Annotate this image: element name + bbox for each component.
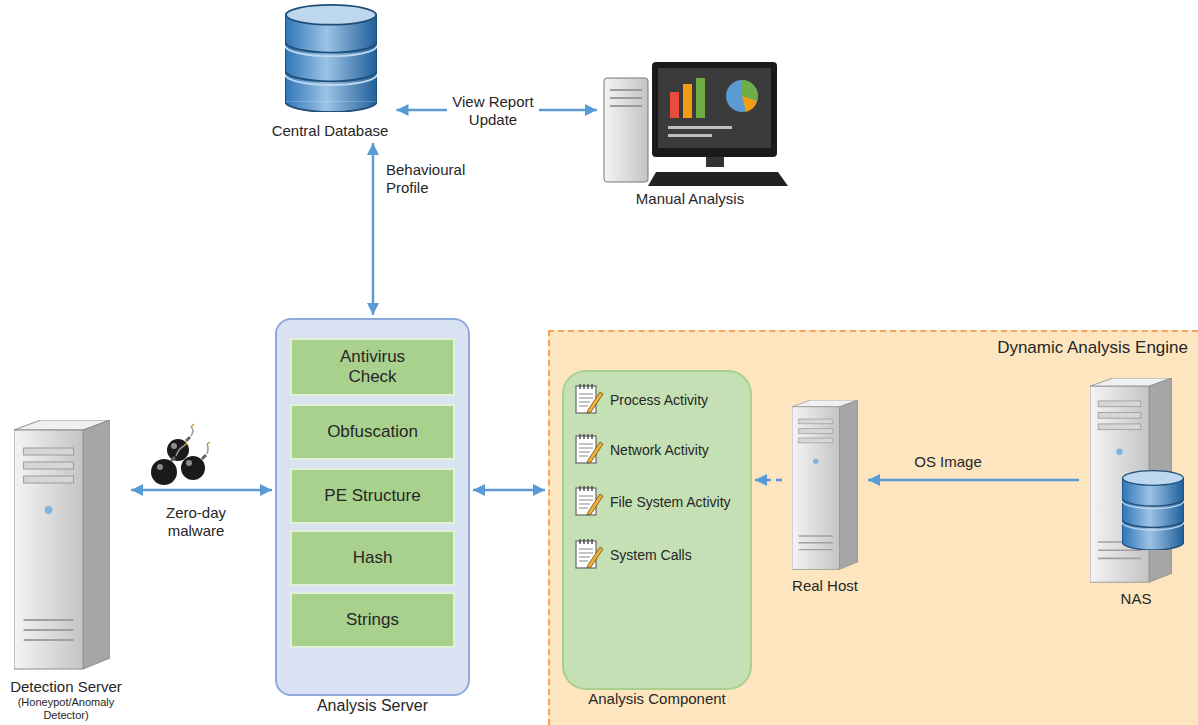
edge-label: OS Image bbox=[903, 452, 993, 472]
database-icon bbox=[285, 5, 377, 112]
connector-arrow bbox=[131, 489, 272, 492]
node-label: Central Database bbox=[272, 122, 389, 140]
server-icon bbox=[1090, 378, 1172, 582]
server-box: Antivirus CheckObfuscation PE StructureHa… bbox=[275, 318, 470, 696]
activity-item: Process Activity bbox=[610, 386, 748, 414]
connector-arrow bbox=[868, 479, 1079, 482]
edge-label: Behavioural Profile bbox=[383, 160, 479, 198]
computer-icon bbox=[604, 62, 788, 186]
activity-item: File System Activity bbox=[610, 488, 748, 516]
check-box: Obfuscation bbox=[290, 404, 455, 460]
node-label: Manual Analysis bbox=[636, 190, 744, 208]
node-label: Analysis Server bbox=[277, 696, 468, 715]
connector-arrow bbox=[372, 143, 375, 315]
engine-region: Process ActivityNetwork ActivityFile Sys… bbox=[548, 330, 1198, 725]
node-label: Real Host bbox=[792, 577, 858, 595]
node-label: Process Activity bbox=[610, 392, 708, 409]
log-icon bbox=[576, 384, 603, 413]
activity-item: System Calls bbox=[610, 541, 748, 569]
icon-node: Manual Analysis bbox=[600, 60, 780, 208]
node-label: Antivirus Check bbox=[317, 347, 429, 388]
connector-arrow bbox=[473, 489, 545, 492]
edge-label: Zero-day malware bbox=[154, 503, 238, 541]
caption-holder: Analysis Server bbox=[277, 694, 468, 715]
node-label: NAS bbox=[1121, 590, 1152, 608]
title-holder: Dynamic Analysis Engine bbox=[997, 338, 1188, 358]
icon-node: Real Host bbox=[785, 395, 865, 595]
check-box: Antivirus Check bbox=[290, 338, 455, 396]
node-label: Obfuscation bbox=[327, 422, 418, 442]
edge-label: View Report Update bbox=[447, 92, 539, 130]
malware-icon bbox=[151, 424, 210, 485]
log-icon bbox=[576, 434, 603, 463]
node-label: PE Structure bbox=[324, 486, 420, 506]
region-title: Dynamic Analysis Engine bbox=[997, 338, 1188, 358]
component-box: Process ActivityNetwork ActivityFile Sys… bbox=[562, 370, 752, 690]
node-label: Analysis Component bbox=[564, 690, 750, 708]
icon-node: NAS bbox=[1082, 372, 1190, 608]
connector-arrow bbox=[397, 109, 598, 112]
node-label: Detection Server bbox=[10, 678, 122, 696]
caption-holder: Analysis Component bbox=[564, 688, 750, 708]
activity-item: Network Activity bbox=[610, 436, 748, 464]
log-icon bbox=[576, 539, 603, 568]
connector-arrow bbox=[755, 479, 782, 482]
server-icon bbox=[14, 420, 110, 669]
node-label: Strings bbox=[346, 610, 399, 630]
node-label: System Calls bbox=[610, 547, 692, 564]
node-label: File System Activity bbox=[610, 494, 731, 511]
server-icon bbox=[792, 400, 858, 569]
subtitle: (Honeypot/Anomaly Detector) bbox=[4, 696, 128, 722]
node-label: Hash bbox=[353, 548, 393, 568]
node-label: Network Activity bbox=[610, 442, 709, 459]
icon-node: Central Database bbox=[267, 2, 394, 140]
log-icon bbox=[576, 486, 603, 515]
icon-node: Detection Server(Honeypot/Anomaly Detect… bbox=[4, 414, 128, 722]
check-box: Strings bbox=[290, 592, 455, 648]
database-icon bbox=[1122, 471, 1184, 550]
check-box: Hash bbox=[290, 530, 455, 586]
check-box: PE Structure bbox=[290, 468, 455, 524]
